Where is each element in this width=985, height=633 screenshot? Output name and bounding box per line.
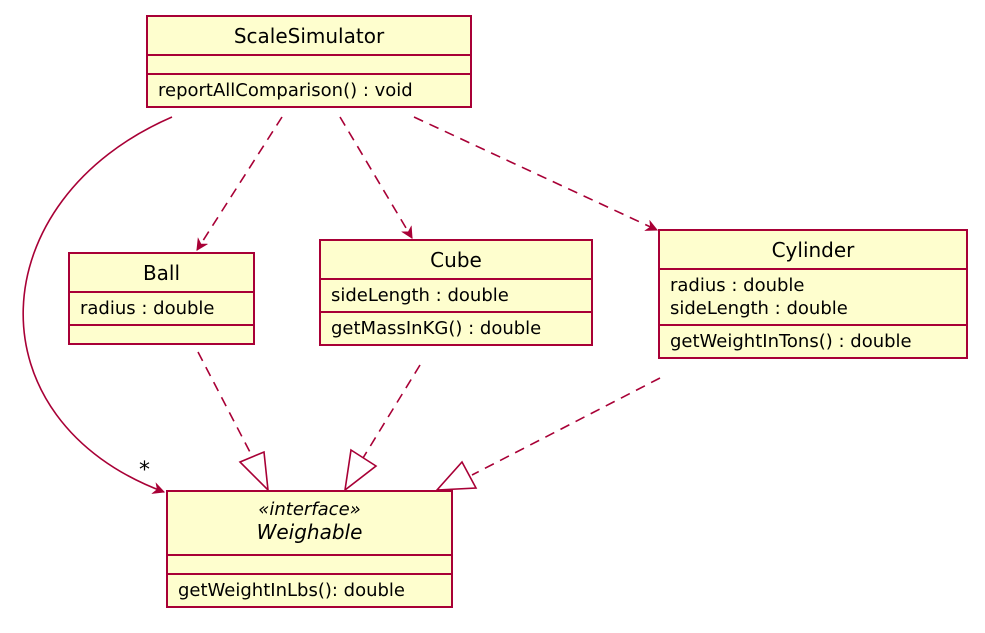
- dependency-edge-cylinder: [413, 116, 657, 230]
- method: getMassInKG() : double: [331, 318, 542, 339]
- attributes-section: radius : double sideLength : double: [660, 268, 966, 324]
- attribute: sideLength : double: [670, 298, 848, 319]
- class-name: Ball: [142, 261, 181, 285]
- realization-head-cylinder: [435, 460, 478, 491]
- methods-section: getWeightInLbs(): double: [168, 573, 451, 606]
- methods-section: getWeightInTons() : double: [660, 324, 966, 357]
- class-ball[interactable]: Ball radius : double: [68, 252, 255, 345]
- attributes-section: sideLength : double: [321, 278, 591, 311]
- class-scale-simulator[interactable]: ScaleSimulator reportAllComparison() : v…: [146, 15, 472, 108]
- methods-section: reportAllComparison() : void: [148, 73, 470, 106]
- realization-edge-cylinder: [471, 377, 661, 476]
- class-name: Cylinder: [771, 238, 855, 262]
- association-multiplicity: *: [139, 458, 150, 483]
- class-name: Cube: [430, 248, 482, 272]
- realization-head-cube: [343, 448, 378, 492]
- dependency-edge-ball: [196, 116, 283, 250]
- stereotype-label: «interface»: [258, 499, 361, 520]
- interface-header: «interface» Weighable: [168, 492, 451, 554]
- dependency-edge-cube: [339, 116, 413, 238]
- interface-weighable[interactable]: «interface» Weighable getWeightInLbs(): …: [166, 490, 453, 608]
- methods-section: [70, 324, 253, 343]
- association-edge-weighable: [22, 116, 173, 492]
- method: getWeightInTons() : double: [670, 331, 912, 352]
- attributes-section: [168, 554, 451, 573]
- attribute: radius : double: [670, 275, 805, 296]
- class-cube[interactable]: Cube sideLength : double getMassInKG() :…: [319, 239, 593, 346]
- attribute: sideLength : double: [331, 285, 509, 306]
- method: reportAllComparison() : void: [158, 80, 413, 101]
- attributes-section: [148, 54, 470, 73]
- interface-name: Weighable: [256, 520, 363, 544]
- methods-section: getMassInKG() : double: [321, 311, 591, 344]
- attributes-section: radius : double: [70, 291, 253, 324]
- class-cylinder[interactable]: Cylinder radius : double sideLength : do…: [658, 229, 968, 359]
- method: getWeightInLbs(): double: [178, 580, 405, 601]
- realization-edge-ball: [197, 351, 253, 457]
- realization-edge-cube: [362, 364, 421, 459]
- class-name: ScaleSimulator: [233, 24, 385, 48]
- realization-head-ball: [238, 450, 270, 493]
- attribute: radius : double: [80, 298, 215, 319]
